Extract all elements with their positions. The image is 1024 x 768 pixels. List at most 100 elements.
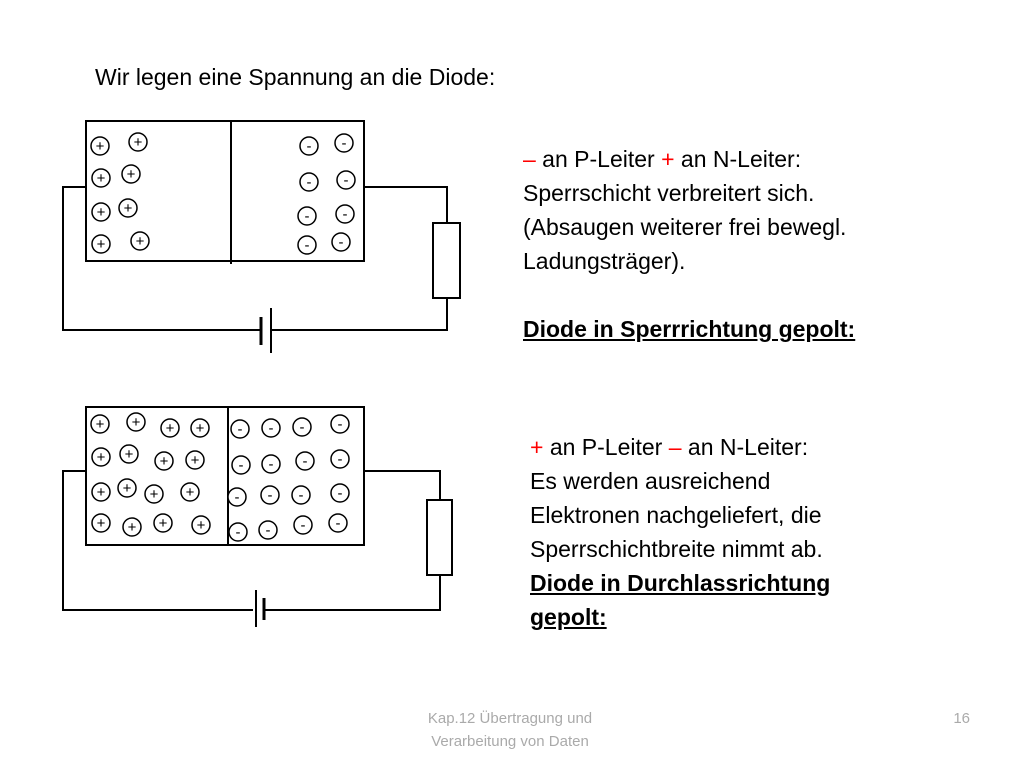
description-line: (Absaugen weiterer frei bewegl. <box>523 214 847 240</box>
hole-plus-icon: + <box>153 513 173 533</box>
svg-text:+: + <box>150 486 159 503</box>
circuit-wire <box>364 186 448 223</box>
svg-text:+: + <box>97 204 106 221</box>
svg-text:+: + <box>97 449 106 466</box>
hole-plus-icon: + <box>180 482 200 502</box>
hole-plus-icon: + <box>90 414 110 434</box>
forward-bias-description: + an P-Leiter – an N-Leiter: Es werden a… <box>530 430 830 634</box>
svg-text:-: - <box>235 489 240 506</box>
svg-text:-: - <box>266 522 271 539</box>
electron-minus-icon: - <box>295 451 315 471</box>
p-sign: + <box>530 434 544 460</box>
hole-plus-icon: + <box>160 418 180 438</box>
n-label: an N-Leiter: <box>681 434 809 460</box>
electron-minus-icon: - <box>227 487 247 507</box>
polarity-line: – an P-Leiter + an N-Leiter: <box>523 142 855 176</box>
hole-plus-icon: + <box>191 515 211 535</box>
hole-plus-icon: + <box>122 517 142 537</box>
conclusion-line: Diode in Durchlassrichtung <box>530 570 831 596</box>
svg-text:+: + <box>125 446 134 463</box>
svg-text:-: - <box>343 206 348 223</box>
electron-minus-icon: - <box>330 414 350 434</box>
svg-text:-: - <box>344 172 349 189</box>
electron-minus-icon: - <box>299 136 319 156</box>
hole-plus-icon: + <box>121 164 141 184</box>
hole-plus-icon: + <box>126 412 146 432</box>
slide-title: Wir legen eine Spannung an die Diode: <box>95 64 496 90</box>
svg-text:-: - <box>269 456 274 473</box>
svg-text:-: - <box>303 453 308 470</box>
hole-plus-icon: + <box>91 202 111 222</box>
svg-text:-: - <box>301 517 306 534</box>
svg-text:+: + <box>134 134 143 151</box>
svg-text:-: - <box>236 524 241 541</box>
electron-minus-icon: - <box>299 172 319 192</box>
svg-text:+: + <box>97 170 106 187</box>
n-label: an N-Leiter: <box>674 146 802 172</box>
hole-plus-icon: + <box>144 484 164 504</box>
description-line: Elektronen nachgeliefert, die <box>530 502 822 528</box>
circuit-wire <box>62 470 253 611</box>
svg-text:+: + <box>97 515 106 532</box>
svg-text:+: + <box>96 416 105 433</box>
hole-plus-icon: + <box>91 168 111 188</box>
svg-text:-: - <box>238 421 243 438</box>
svg-text:+: + <box>196 420 205 437</box>
hole-plus-icon: + <box>119 444 139 464</box>
electron-minus-icon: - <box>258 520 278 540</box>
svg-text:-: - <box>342 135 347 152</box>
n-sign: – <box>668 434 682 460</box>
svg-text:+: + <box>166 420 175 437</box>
diode-diagram-forward <box>62 406 453 627</box>
p-label: an P-Leiter <box>535 146 662 172</box>
svg-text:-: - <box>338 451 343 468</box>
hole-plus-icon: + <box>91 447 111 467</box>
hole-plus-icon: + <box>117 478 137 498</box>
hole-plus-icon: + <box>130 231 150 251</box>
charge-group-forward: ++++++++++++++++---------------- <box>90 412 350 542</box>
hole-plus-icon: + <box>154 451 174 471</box>
hole-plus-icon: + <box>91 234 111 254</box>
svg-text:-: - <box>305 208 310 225</box>
svg-text:-: - <box>299 487 304 504</box>
electron-minus-icon: - <box>261 418 281 438</box>
conclusion-line: Diode in Sperrrichtung gepolt: <box>523 316 856 342</box>
svg-text:-: - <box>239 457 244 474</box>
hole-plus-icon: + <box>91 513 111 533</box>
hole-plus-icon: + <box>185 450 205 470</box>
electron-minus-icon: - <box>328 513 348 533</box>
electron-minus-icon: - <box>260 485 280 505</box>
svg-text:+: + <box>197 517 206 534</box>
svg-text:-: - <box>305 237 310 254</box>
electron-minus-icon: - <box>297 206 317 226</box>
resistor <box>432 222 461 299</box>
p-sign: – <box>523 146 536 172</box>
diode-block <box>85 406 365 546</box>
hole-plus-icon: + <box>90 136 110 156</box>
svg-text:-: - <box>338 485 343 502</box>
svg-text:+: + <box>97 236 106 253</box>
footer-chapter: Kap.12 Übertragung und Verarbeitung von … <box>370 707 650 753</box>
svg-text:+: + <box>159 515 168 532</box>
electron-minus-icon: - <box>261 454 281 474</box>
description-line: Ladungsträger). <box>523 248 686 274</box>
electron-minus-icon: - <box>231 455 251 475</box>
n-sign: + <box>661 146 675 172</box>
svg-text:+: + <box>123 480 132 497</box>
svg-text:+: + <box>191 452 200 469</box>
circuit-wire <box>272 298 448 331</box>
svg-text:-: - <box>307 138 312 155</box>
electron-minus-icon: - <box>330 449 350 469</box>
electron-minus-icon: - <box>335 204 355 224</box>
electron-minus-icon: - <box>331 232 351 252</box>
description-line: Es werden ausreichend <box>530 468 771 494</box>
hole-plus-icon: + <box>91 482 111 502</box>
resistor <box>426 499 453 576</box>
electron-minus-icon: - <box>292 417 312 437</box>
electron-minus-icon: - <box>291 485 311 505</box>
electron-minus-icon: - <box>297 235 317 255</box>
circuit-wire <box>62 186 260 331</box>
electron-minus-icon: - <box>330 483 350 503</box>
conclusion-line: gepolt: <box>530 604 607 630</box>
